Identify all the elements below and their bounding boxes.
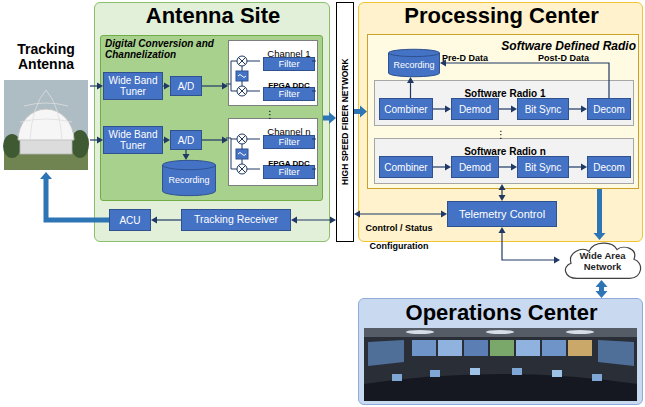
site-panel: Antenna SiteDigital Conversion and Chann… bbox=[94, 2, 330, 242]
title-holder: Software Defined Radio bbox=[472, 36, 636, 54]
box-label: Combiner bbox=[384, 104, 427, 115]
recording-cylinder: Recording bbox=[162, 160, 216, 196]
panel-title: Antenna Site bbox=[146, 4, 280, 28]
box-label: Wide Band Tuner bbox=[106, 75, 160, 97]
connector-line bbox=[433, 166, 446, 167]
control-box: Telemetry Control bbox=[447, 201, 557, 227]
process-box: Demod bbox=[451, 98, 499, 120]
process-box: Combiner bbox=[379, 156, 433, 178]
title-holder: Operations Center bbox=[359, 301, 644, 325]
arrow-head bbox=[596, 291, 608, 298]
connector-line bbox=[296, 219, 331, 220]
box-label: Demod bbox=[459, 162, 491, 173]
connector-line bbox=[410, 82, 411, 98]
panel-title: Tracking Antenna bbox=[2, 42, 90, 73]
panel-title: Software Defined Radio bbox=[501, 40, 636, 53]
operations-photo bbox=[364, 328, 637, 401]
conversion-panel: Digital Conversion and ChannelizationWid… bbox=[100, 35, 323, 201]
title-holder: Processing Center bbox=[359, 4, 644, 28]
connector-line bbox=[90, 139, 98, 140]
arrow-head bbox=[554, 257, 560, 264]
box-label: A/D bbox=[178, 81, 195, 92]
connector-line bbox=[90, 85, 98, 86]
panel-title: Operations Center bbox=[406, 301, 598, 325]
box-label: ACU bbox=[119, 215, 140, 226]
signal-label: Control / Status Configuration bbox=[366, 223, 433, 251]
connector-line bbox=[359, 213, 442, 214]
box-label: Filter bbox=[278, 59, 299, 69]
radio-group: Software Radio 1 Combiner Demod Bit Sync Dec… bbox=[374, 80, 634, 126]
connector-line bbox=[501, 189, 502, 196]
label-holder: Pre-D Data bbox=[442, 47, 494, 65]
connector-line bbox=[202, 85, 223, 86]
box-label: Telemetry Control bbox=[459, 208, 545, 220]
connector-line bbox=[354, 109, 361, 114]
panel-title: Digital Conversion and Channelization bbox=[105, 38, 223, 60]
adc-box: A/D bbox=[170, 76, 202, 96]
box-label: Combiner bbox=[384, 162, 427, 173]
connector-line bbox=[156, 219, 181, 220]
box-label: Filter bbox=[278, 137, 299, 147]
box-label: Recording bbox=[168, 176, 209, 186]
connector-line bbox=[499, 166, 512, 167]
filter-box: Filter bbox=[263, 57, 315, 71]
adc-box: A/D bbox=[170, 130, 202, 150]
panel-title: Software Radio n bbox=[464, 146, 546, 157]
label-holder: Control / Status Configuration bbox=[356, 217, 442, 253]
process-box: Decom bbox=[587, 156, 631, 178]
process-box: Decom bbox=[587, 98, 631, 120]
title-holder: Antenna Site bbox=[95, 4, 331, 28]
connector bbox=[596, 280, 608, 298]
box-label: Wide Area Network bbox=[570, 251, 635, 272]
title-holder: Tracking Antenna bbox=[2, 42, 90, 73]
sdr-panel: Software Defined RadioRecordingSoftware … bbox=[367, 34, 639, 189]
panel-title: Software Radio 1 bbox=[464, 88, 545, 99]
ellipsis-mark: ⋮ bbox=[265, 109, 275, 120]
box-label: Demod bbox=[459, 104, 491, 115]
process-box: Bit Sync bbox=[517, 156, 569, 178]
connector-line bbox=[499, 108, 512, 109]
label-holder: ⋮ bbox=[495, 124, 507, 142]
radio-group: Software Radio n Combiner Demod Bit Sync Dec… bbox=[374, 138, 634, 184]
antenna-photo bbox=[3, 80, 89, 170]
tuner-box: Wide Band Tuner bbox=[103, 72, 163, 100]
signal-label: Post-D Data bbox=[538, 53, 589, 63]
box-label: A/D bbox=[178, 135, 195, 146]
title-holder: Digital Conversion and Channelization bbox=[105, 38, 223, 62]
filter-box: Filter bbox=[263, 135, 315, 149]
box-label: HIGH SPEED FIBER NETWORK bbox=[340, 59, 349, 186]
process-box: Bit Sync bbox=[517, 98, 569, 120]
arrow-head bbox=[596, 280, 608, 287]
process-box: Demod bbox=[451, 156, 499, 178]
signal-label: Pre-D Data bbox=[442, 53, 488, 63]
connector-line bbox=[433, 108, 446, 109]
receiver-box: Tracking Receiver bbox=[181, 209, 291, 231]
connector-line bbox=[569, 108, 582, 109]
process-box: Combiner bbox=[379, 98, 433, 120]
box-label: Recording bbox=[393, 61, 434, 71]
arrow-head bbox=[329, 112, 336, 124]
arrow-head bbox=[40, 172, 52, 179]
connector-line bbox=[597, 189, 602, 234]
acu-box: ACU bbox=[109, 209, 151, 231]
box-label: Tracking Receiver bbox=[194, 214, 278, 226]
panel-title: Processing Center bbox=[404, 4, 598, 28]
recording-cylinder: Recording bbox=[388, 49, 440, 77]
tuner-box: Wide Band Tuner bbox=[103, 126, 163, 154]
box-label: Filter bbox=[278, 167, 299, 177]
box-label: Decom bbox=[593, 104, 625, 115]
connector-line bbox=[323, 116, 330, 121]
ellipsis-mark: ⋮ bbox=[496, 129, 506, 140]
box-label: Bit Sync bbox=[525, 104, 562, 115]
arrow-head bbox=[354, 211, 360, 218]
box-label: Wide Band Tuner bbox=[106, 129, 160, 151]
network-bar: HIGH SPEED FIBER NETWORK bbox=[336, 2, 354, 242]
connector-line bbox=[202, 139, 223, 140]
connector-line bbox=[569, 166, 582, 167]
box-label: Decom bbox=[593, 162, 625, 173]
network-cloud: Wide Area Network bbox=[560, 240, 645, 280]
label-holder: ⋮ bbox=[264, 104, 276, 122]
box-label: Filter bbox=[278, 89, 299, 99]
box-label: Bit Sync bbox=[525, 162, 562, 173]
